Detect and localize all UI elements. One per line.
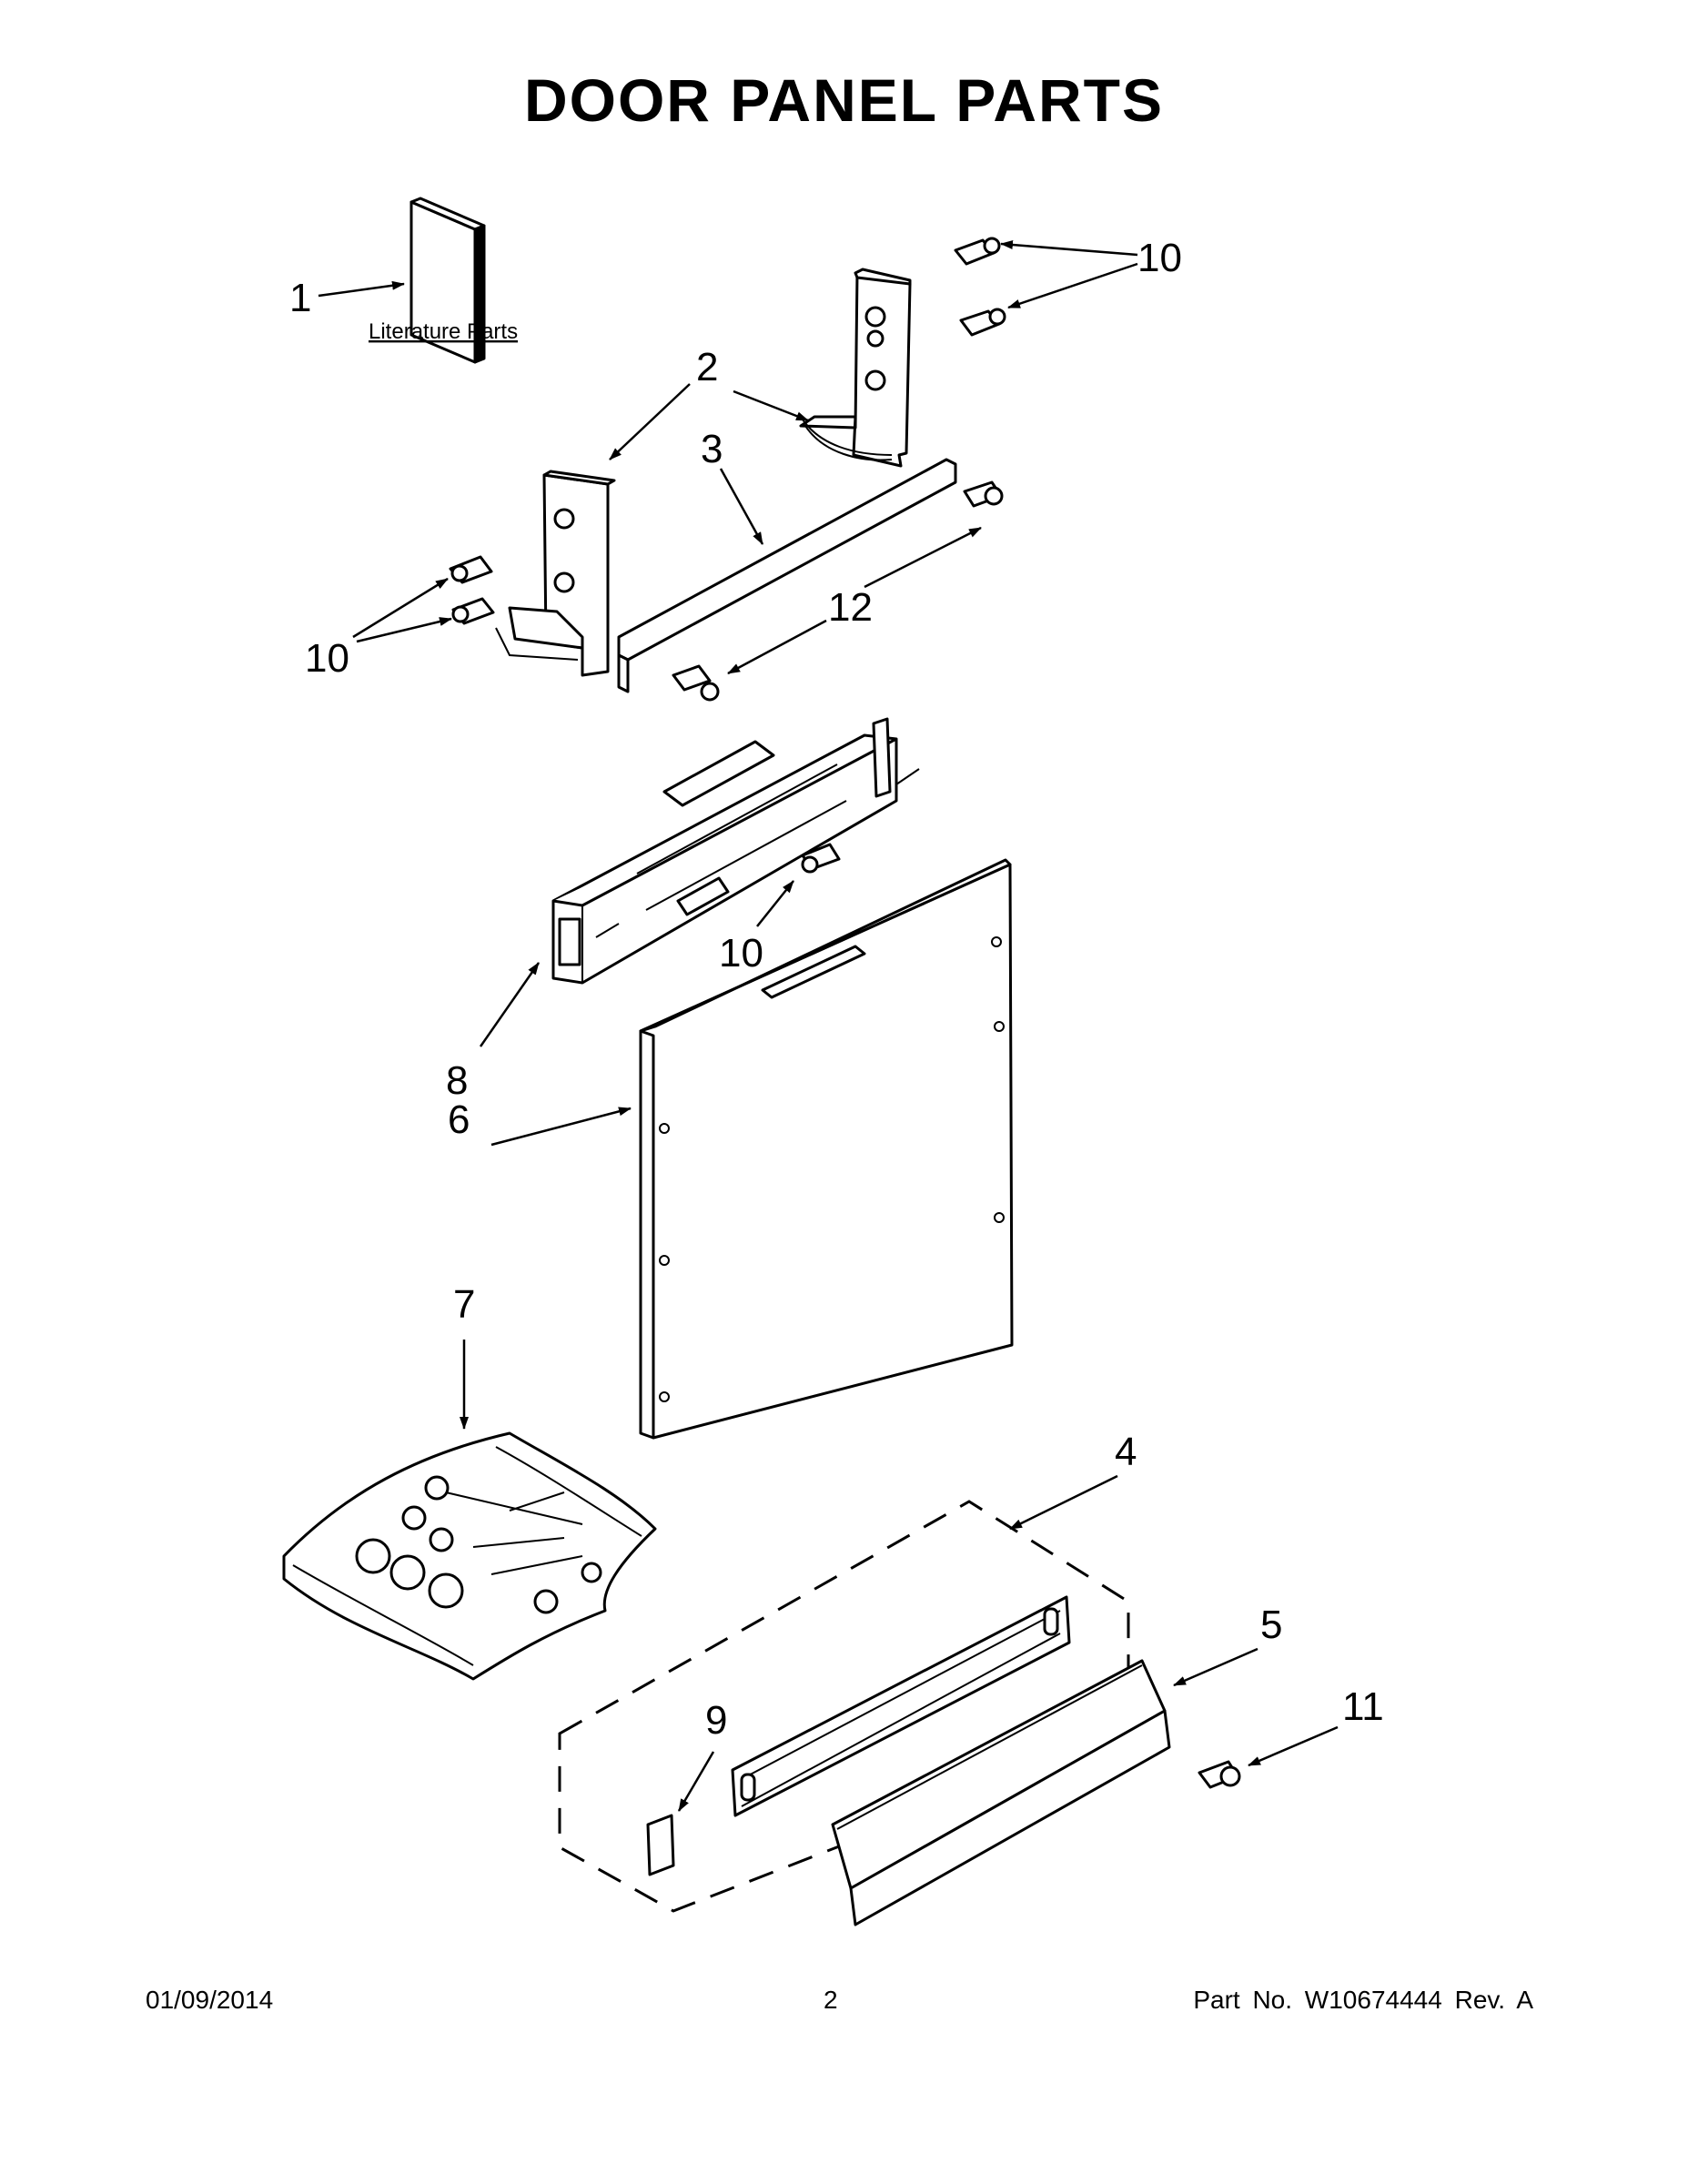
callout-10-housing: 10 xyxy=(719,931,763,976)
callout-5: 5 xyxy=(1260,1603,1282,1647)
hardware-bag xyxy=(282,1431,657,1681)
callout-7: 7 xyxy=(453,1282,475,1327)
footer-date: 01/09/2014 xyxy=(146,1986,274,2014)
screw-11 xyxy=(1198,1760,1241,1789)
callout-1: 1 xyxy=(289,276,311,320)
screw-10-left-b xyxy=(451,597,495,625)
callout-4: 4 xyxy=(1115,1430,1137,1474)
toe-panel-clip xyxy=(646,1814,675,1876)
toe-panel-kit-outline xyxy=(558,1500,1130,1913)
screw-10-top-a xyxy=(954,237,1001,266)
screw-10-housing xyxy=(801,843,841,874)
callout-3: 3 xyxy=(701,427,723,471)
screw-10-left-a xyxy=(449,555,493,584)
door-top-rail xyxy=(617,458,957,693)
callout-2: 2 xyxy=(696,345,718,389)
toe-panel xyxy=(831,1659,1171,1926)
callout-10-left: 10 xyxy=(305,636,349,681)
footer-page-number: 2 xyxy=(824,1986,838,2014)
screw-12-right xyxy=(963,480,1004,508)
literature-parts-label: Literature Parts xyxy=(369,319,518,344)
callout-12: 12 xyxy=(828,585,873,630)
door-panel xyxy=(639,858,1014,1440)
callout-8: 8 xyxy=(446,1058,468,1103)
control-housing xyxy=(551,717,920,985)
callout-11: 11 xyxy=(1342,1684,1384,1729)
literature-parts-book xyxy=(409,197,486,364)
screw-10-top-b xyxy=(959,308,1006,337)
page-title: DOOR PANEL PARTS xyxy=(523,66,1165,134)
footer-part-number: Part No. W10674444 Rev. A xyxy=(1193,1986,1533,2014)
callout-6: 6 xyxy=(448,1097,470,1142)
mounting-bracket-right xyxy=(799,268,912,468)
toe-panel-bracket xyxy=(731,1595,1071,1817)
screw-12-left xyxy=(672,664,720,702)
callout-9: 9 xyxy=(705,1698,727,1743)
callout-10-top: 10 xyxy=(1137,236,1182,280)
mounting-bracket-left xyxy=(495,470,616,677)
